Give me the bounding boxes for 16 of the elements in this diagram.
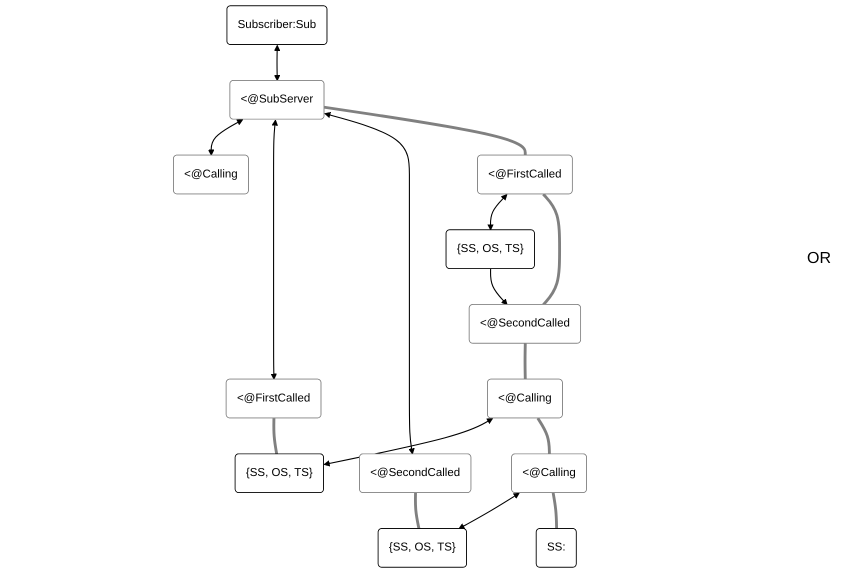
arrow — [487, 194, 508, 230]
connector — [536, 417, 551, 454]
arrow — [274, 44, 280, 82]
arrow — [324, 112, 415, 454]
arrow — [208, 119, 244, 156]
note-text: OR — [807, 250, 831, 268]
arrow — [324, 418, 494, 466]
connector — [552, 492, 558, 529]
arrow — [458, 492, 520, 530]
connector — [324, 106, 527, 156]
connector — [272, 418, 278, 454]
arrow — [270, 120, 278, 380]
connector — [542, 193, 562, 306]
arrow — [490, 268, 508, 306]
connector — [414, 492, 420, 530]
connector — [524, 344, 527, 380]
